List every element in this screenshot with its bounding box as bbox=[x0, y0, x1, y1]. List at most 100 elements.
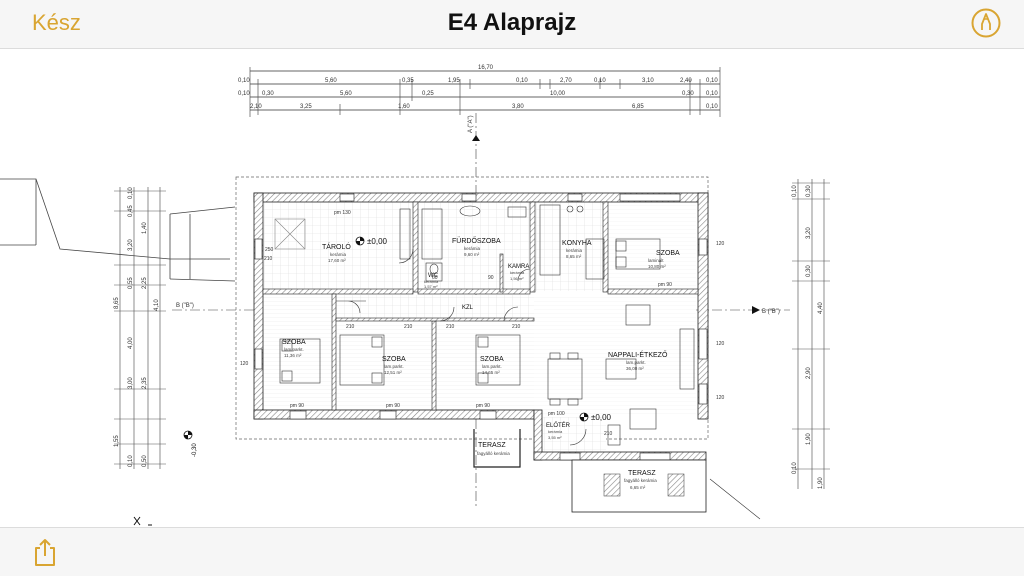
svg-text:2,40: 2,40 bbox=[680, 78, 692, 84]
svg-text:pm 90: pm 90 bbox=[476, 403, 490, 409]
svg-text:210: 210 bbox=[512, 324, 521, 330]
svg-text:-0,30: -0,30 bbox=[192, 443, 198, 457]
svg-text:3,25: 3,25 bbox=[300, 104, 312, 110]
svg-text:SZOBA: SZOBA bbox=[656, 250, 680, 257]
room-kamra: KAMRA kerámia 1,56 m² bbox=[508, 264, 529, 281]
svg-text:WC: WC bbox=[428, 273, 439, 279]
svg-text:1,57 m²: 1,57 m² bbox=[424, 284, 438, 289]
svg-text:120: 120 bbox=[716, 341, 725, 347]
bottom-toolbar bbox=[0, 527, 1024, 576]
svg-text:0,10: 0,10 bbox=[594, 78, 606, 84]
svg-text:0,55: 0,55 bbox=[128, 277, 134, 289]
svg-text:fagyálló kerámia: fagyálló kerámia bbox=[477, 451, 510, 456]
document-viewer[interactable]: 16,70 0,10 5,60 0,35 1,95 0,10 2,70 0,10… bbox=[0, 49, 1024, 527]
svg-text:210: 210 bbox=[604, 431, 613, 437]
room-labels: TÁROLÓ kerámia 17,60 m² FÜRDŐSZOBA kerám… bbox=[282, 236, 680, 440]
svg-text:fagyálló kerámia: fagyálló kerámia bbox=[624, 478, 657, 483]
floor-fills bbox=[262, 201, 696, 457]
svg-text:1,90: 1,90 bbox=[818, 477, 824, 489]
svg-text:250: 250 bbox=[265, 247, 274, 253]
dimension-lines-top bbox=[249, 67, 721, 117]
svg-text:lam.parkt.: lam.parkt. bbox=[384, 364, 404, 369]
svg-text:3,55 m²: 3,55 m² bbox=[548, 435, 562, 440]
section-b-left-label: B ("B") bbox=[176, 303, 194, 309]
svg-text:10,80 m²: 10,80 m² bbox=[648, 264, 666, 269]
svg-text:0,10: 0,10 bbox=[238, 78, 250, 84]
svg-text:0,30: 0,30 bbox=[682, 91, 694, 97]
svg-text:kerámia: kerámia bbox=[548, 429, 563, 434]
section-a-label: A ("A") bbox=[468, 115, 474, 133]
svg-text:kerámia: kerámia bbox=[424, 279, 439, 284]
furniture bbox=[274, 204, 695, 446]
room-szoba-c1: SZOBA lam.parkt. 12,51 m² bbox=[382, 356, 406, 375]
opening-labels: pm 130 pm 90 pm 90 pm 90 pm 90 pm 100 21… bbox=[240, 210, 725, 437]
document-title: E4 Alaprajz bbox=[447, 9, 577, 36]
svg-text:2,10: 2,10 bbox=[250, 104, 262, 110]
svg-text:pm 90: pm 90 bbox=[386, 403, 400, 409]
svg-text:lam.parkt.: lam.parkt. bbox=[626, 360, 646, 365]
svg-text:3,20: 3,20 bbox=[806, 227, 812, 239]
room-wc: WC kerámia 1,57 m² bbox=[424, 273, 439, 289]
floor-plan-drawing[interactable]: 16,70 0,10 5,60 0,35 1,95 0,10 2,70 0,10… bbox=[0, 49, 1024, 527]
svg-text:0,30: 0,30 bbox=[262, 91, 274, 97]
svg-text:2,70: 2,70 bbox=[560, 78, 572, 84]
svg-text:2,35: 2,35 bbox=[142, 377, 148, 389]
corner-marker bbox=[133, 516, 152, 526]
svg-text:0,25: 0,25 bbox=[422, 91, 434, 97]
svg-text:1,40: 1,40 bbox=[142, 222, 148, 234]
svg-text:TERASZ: TERASZ bbox=[628, 470, 656, 477]
section-b-label: B ("B") bbox=[762, 309, 780, 315]
svg-text:ELŐTÉR: ELŐTÉR bbox=[546, 422, 571, 429]
svg-text:11,36 m²: 11,36 m² bbox=[284, 353, 302, 358]
site-approach bbox=[0, 178, 236, 282]
top-toolbar: Kész E4 Alaprajz bbox=[0, 0, 1024, 49]
svg-text:5,60: 5,60 bbox=[340, 91, 352, 97]
svg-text:6,85: 6,85 bbox=[632, 104, 644, 110]
inner-walls bbox=[262, 201, 699, 411]
svg-text:0,10: 0,10 bbox=[792, 185, 798, 197]
svg-text:120: 120 bbox=[240, 361, 249, 367]
svg-text:210: 210 bbox=[264, 256, 273, 262]
svg-text:120: 120 bbox=[716, 395, 725, 401]
done-button[interactable]: Kész bbox=[32, 10, 81, 35]
svg-text:laminált: laminált bbox=[648, 258, 664, 263]
room-furdoszoba: FÜRDŐSZOBA kerámia 9,60 m² bbox=[452, 236, 501, 257]
svg-text:0,10: 0,10 bbox=[238, 91, 250, 97]
svg-text:0,10: 0,10 bbox=[706, 91, 718, 97]
svg-text:90: 90 bbox=[488, 275, 494, 281]
svg-text:4,40: 4,40 bbox=[818, 302, 824, 314]
svg-text:1,95: 1,95 bbox=[448, 78, 460, 84]
room-szoba-c2: SZOBA lam.parkt. 14,65 m² bbox=[480, 356, 504, 375]
svg-text:SZOBA: SZOBA bbox=[480, 356, 504, 363]
svg-text:8,65 m²: 8,65 m² bbox=[566, 254, 582, 259]
room-tarolo: TÁROLÓ kerámia 17,60 m² bbox=[322, 242, 351, 263]
svg-text:1,60: 1,60 bbox=[398, 104, 410, 110]
svg-text:KAMRA: KAMRA bbox=[508, 264, 529, 270]
svg-text:9,60 m²: 9,60 m² bbox=[464, 252, 480, 257]
svg-text:60: 60 bbox=[432, 275, 438, 281]
svg-text:8,65: 8,65 bbox=[114, 297, 120, 309]
dimension-labels-top: 16,70 0,10 5,60 0,35 1,95 0,10 2,70 0,10… bbox=[238, 65, 718, 110]
room-kzl: KZL bbox=[462, 305, 474, 311]
terrace-bottom: TERASZ fagyálló kerámia 6,65 m² bbox=[571, 459, 761, 520]
svg-text:4,10: 4,10 bbox=[154, 299, 160, 311]
svg-text:120: 120 bbox=[716, 241, 725, 247]
svg-text:0,30: 0,30 bbox=[806, 185, 812, 197]
svg-text:14,65 m²: 14,65 m² bbox=[482, 370, 500, 375]
svg-text:0,10: 0,10 bbox=[792, 462, 798, 474]
svg-text:pm 100: pm 100 bbox=[548, 411, 565, 417]
svg-text:pm 90: pm 90 bbox=[290, 403, 304, 409]
svg-text:0,50: 0,50 bbox=[142, 455, 148, 467]
svg-text:kerámia: kerámia bbox=[330, 252, 347, 257]
svg-text:0,10: 0,10 bbox=[706, 78, 718, 84]
room-eloter: ELŐTÉR kerámia 3,55 m² bbox=[546, 422, 571, 440]
svg-text:10,00: 10,00 bbox=[550, 91, 566, 97]
terrace-left: TERASZ fagyálló kerámia bbox=[473, 429, 521, 468]
share-icon[interactable] bbox=[31, 537, 59, 567]
svg-text:5,60: 5,60 bbox=[325, 78, 337, 84]
markup-pen-icon[interactable] bbox=[970, 7, 1002, 39]
svg-text:2,25: 2,25 bbox=[142, 277, 148, 289]
svg-text:210: 210 bbox=[404, 324, 413, 330]
dimension-lines-right bbox=[792, 179, 830, 489]
svg-text:kerámia: kerámia bbox=[464, 246, 481, 251]
